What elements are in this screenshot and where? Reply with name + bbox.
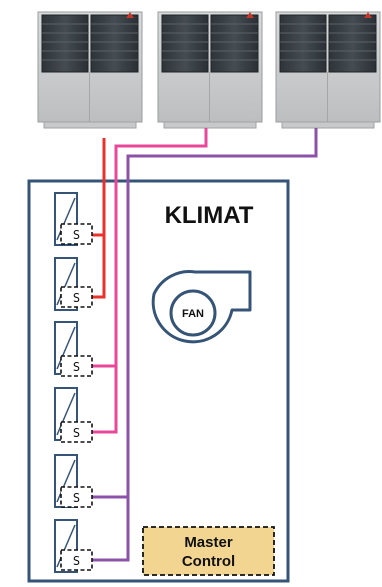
fan-label: FAN bbox=[182, 308, 204, 320]
sensor-1-label: S bbox=[73, 228, 80, 242]
sensor-6-label: S bbox=[73, 554, 80, 568]
sensor-5: S bbox=[61, 487, 92, 507]
sensor-6: S bbox=[61, 550, 92, 570]
sensor-5-label: S bbox=[73, 491, 80, 505]
diagram-title: KLIMAT bbox=[165, 202, 254, 229]
outdoor-unit-2 bbox=[158, 12, 262, 128]
sensor-1: S bbox=[61, 224, 92, 244]
sensor-2: S bbox=[61, 287, 92, 307]
sensor-4: S bbox=[61, 422, 92, 442]
master-control-line2: Control bbox=[182, 553, 235, 570]
sensor-3-label: S bbox=[73, 360, 80, 374]
sensor-2-label: S bbox=[73, 291, 80, 305]
sensor-4-label: S bbox=[73, 426, 80, 440]
master-control-line1: Master bbox=[184, 534, 233, 551]
outdoor-unit-1 bbox=[38, 12, 142, 128]
sensor-3: S bbox=[61, 356, 92, 376]
outdoor-unit-3 bbox=[276, 12, 380, 128]
master-control: Master Control bbox=[143, 527, 274, 575]
